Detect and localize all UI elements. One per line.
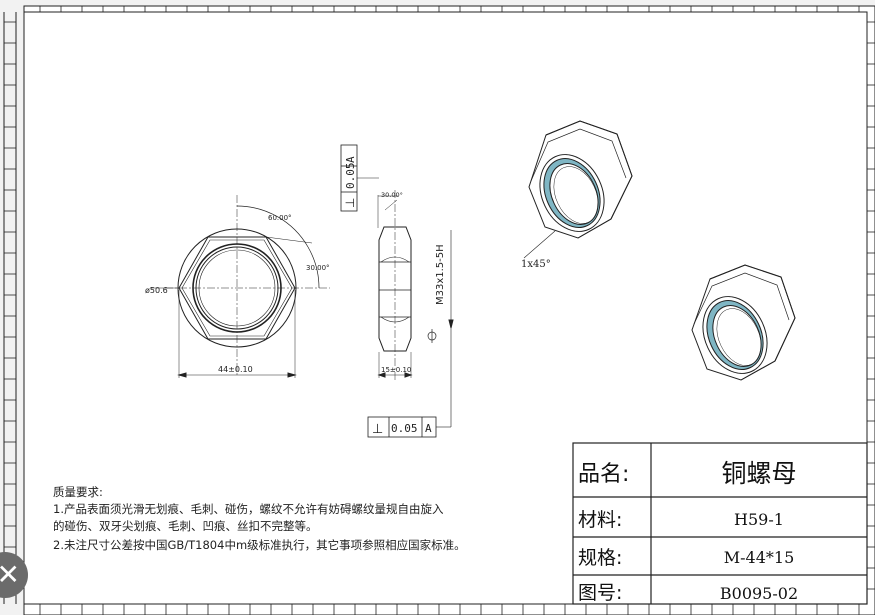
name-value: 铜螺母 xyxy=(721,459,796,488)
inner-frame xyxy=(23,11,868,605)
chamfer-angle-label: 30.00° xyxy=(381,191,403,199)
diameter-label: ø50.6 xyxy=(145,286,168,295)
tol-top-symbol: ⊥ xyxy=(343,198,357,208)
notes-line-2: 的碰伤、双牙尖划痕、毛刺、凹痕、丝扣不完整等。 xyxy=(53,519,318,533)
iso-view-1 xyxy=(523,120,633,259)
tol-bottom-symbol: ⊥ xyxy=(372,422,383,437)
front-view xyxy=(150,195,330,378)
thickness-label: 15±0.10 xyxy=(381,366,411,374)
drawing-no-label: 图号: xyxy=(578,582,622,604)
side-view xyxy=(340,144,454,438)
iso-view-2 xyxy=(691,264,796,381)
material-value: H59-1 xyxy=(734,510,784,529)
title-block xyxy=(572,442,868,605)
notes-line-3: 2.未注尺寸公差按中国GB/T1804中m级标准执行，其它事项参照相应国家标准。 xyxy=(53,538,466,552)
width-label: 44±0.10 xyxy=(218,365,253,374)
notes-line-1: 1.产品表面须光滑无划痕、毛刺、碰伤，螺纹不允许有妨碍螺纹量规自由旋入 xyxy=(53,502,444,516)
drawing-no-value: B0095-02 xyxy=(720,584,798,603)
spec-label: 规格: xyxy=(578,547,622,569)
tol-bottom-datum: A xyxy=(425,422,432,435)
material-label: 材料: xyxy=(578,509,622,531)
thread-label: M33x1.5-5H xyxy=(435,244,446,305)
angle-outer-label: 60.00° xyxy=(268,214,292,222)
tol-bottom-value: 0.05 xyxy=(391,422,418,435)
tol-top-value: 0.05 xyxy=(344,163,357,190)
iso-chamfer-label: 1x45° xyxy=(521,259,551,270)
notes-heading: 质量要求: xyxy=(53,485,103,499)
name-label: 品名: xyxy=(578,462,629,487)
angle-inner-label: 30.00° xyxy=(306,264,330,272)
tol-top-datum: A xyxy=(344,156,357,163)
close-icon: ✕ xyxy=(0,558,20,591)
spec-value: M-44*15 xyxy=(724,548,795,567)
